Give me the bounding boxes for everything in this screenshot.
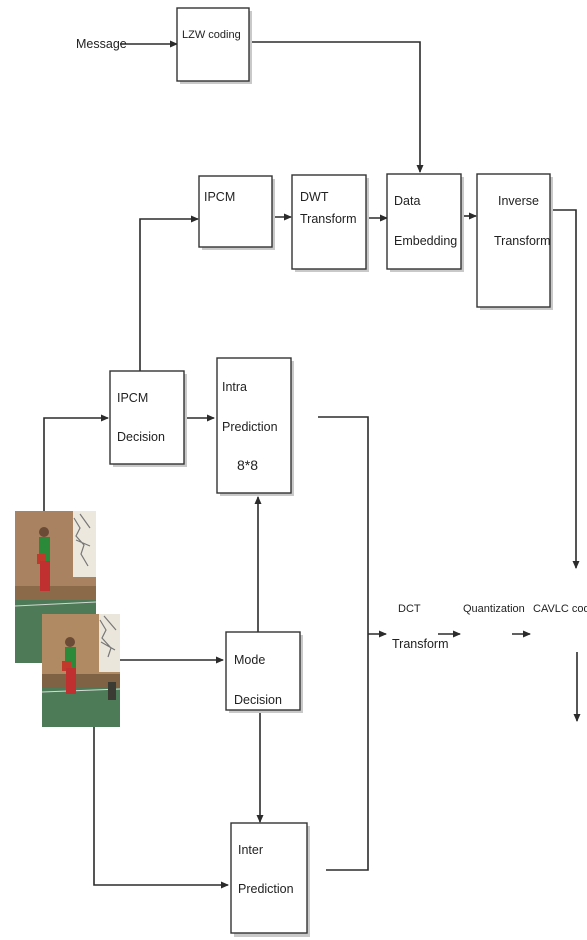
- cavlc-coding-label: CAVLC coding: [533, 603, 587, 615]
- inverse-label-1: Inverse: [498, 194, 539, 208]
- arrow-ipcmdecision-ipcm: [139, 215, 199, 372]
- quantization-label: Quantization: [463, 603, 525, 615]
- embedding-label-2: Embedding: [394, 234, 457, 248]
- ipcm-decision-label-2: Decision: [117, 430, 165, 444]
- intra-label-3: 8*8: [237, 457, 258, 473]
- dwt-label-2: Transform: [300, 212, 357, 226]
- arrow-frame-inter: [93, 727, 229, 889]
- arrow-inverse-output: [551, 209, 580, 569]
- line-intra-dct: [318, 416, 369, 871]
- dct-label-2: Transform: [392, 637, 449, 651]
- inverse-transform-box: Inverse Transform: [476, 173, 553, 310]
- arrow-frames-ipcmdecision: [43, 414, 109, 512]
- data-embedding-box: Data Embedding: [386, 173, 464, 272]
- ipcm-label: IPCM: [204, 190, 235, 204]
- inter-label-1: Inter: [238, 843, 263, 857]
- intra-prediction-box: Intra Prediction 8*8: [216, 357, 294, 496]
- intra-label-2: Prediction: [222, 420, 278, 434]
- dwt-transform-box: DWT Transform: [291, 174, 369, 272]
- embedding-label-1: Data: [394, 194, 420, 208]
- inter-prediction-box: Inter Prediction: [230, 822, 310, 937]
- lzw-coding-label: LZW coding: [182, 29, 241, 41]
- mode-decision-label-2: Decision: [234, 693, 282, 707]
- message-label: Message: [76, 37, 127, 51]
- intra-label-1: Intra: [222, 380, 247, 394]
- ipcm-decision-label-1: IPCM: [117, 391, 148, 405]
- ipcm-box: IPCM: [198, 175, 275, 250]
- lzw-coding-box: LZW coding: [176, 7, 252, 84]
- mode-decision-label-1: Mode: [234, 653, 265, 667]
- inverse-label-2: Transform: [494, 234, 551, 248]
- arrow-lzw-embedding: [250, 41, 424, 173]
- mode-decision-box: Mode Decision: [225, 631, 303, 713]
- dct-label-1: DCT: [398, 603, 421, 615]
- video-frame-2: [41, 614, 121, 727]
- ipcm-decision-box: IPCM Decision: [109, 370, 187, 467]
- inter-label-2: Prediction: [238, 882, 294, 896]
- dwt-label-1: DWT: [300, 190, 329, 204]
